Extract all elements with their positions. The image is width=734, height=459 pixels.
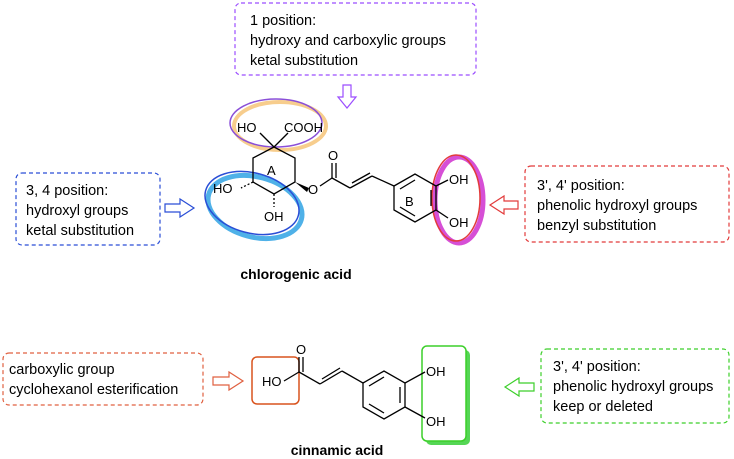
bond-chain-1 (331, 177, 351, 189)
bond-cin-chain-1 (298, 371, 321, 385)
annotation-top: 1 position: hydroxy and carboxylic group… (234, 2, 477, 76)
annotation-bottom-right-line-2: phenolic hydroxyl groups (553, 379, 713, 395)
bond-cin-oh1 (404, 371, 426, 384)
annotation-top-box (234, 2, 477, 76)
cinnamic-acid-structure: HO O OH OH (251, 342, 470, 445)
arrow-right-left (488, 194, 519, 216)
cinnamic-ring-double-3 (368, 403, 385, 414)
arrow-bottom-right-left (503, 376, 535, 398)
label-cinnamic-ho: HO (262, 374, 282, 389)
ring-b-double-1 (399, 179, 416, 190)
highlight-right-shadow (432, 154, 486, 246)
label-cinnamic-o: O (296, 342, 306, 357)
cinnamic-ring-double-1 (368, 376, 385, 387)
highlight-left (204, 170, 300, 236)
label-oh-b1: OH (449, 172, 469, 187)
highlight-cinnamic-left (251, 356, 300, 405)
label-oh-b2: OH (449, 215, 469, 230)
arrow-top-down (336, 84, 358, 109)
highlight-right (431, 154, 481, 242)
annotation-top-line-2: hydroxy and carboxylic groups (250, 33, 446, 49)
bond-wedge-ester (295, 182, 309, 192)
annotation-right-line-1: 3', 4' position: (537, 178, 625, 194)
bond-cin-chain-3 (341, 370, 364, 384)
annotation-left: 3, 4 position: hydroxyl groups ketal sub… (15, 172, 161, 246)
bond-chain-2 (349, 175, 373, 189)
annotation-bottom-right-box (540, 348, 730, 424)
annotation-bottom-left-line-2: cyclohexanol esterification (9, 382, 178, 398)
annotation-left-line-1: 3, 4 position: (26, 183, 108, 199)
highlight-top (229, 98, 323, 148)
bond-cin-chain-2b (321, 367, 341, 380)
ring-a-label: A (267, 163, 276, 178)
bond-chain-3 (371, 175, 395, 187)
ring-b-double-3 (399, 206, 416, 217)
chlorogenic-acid-title: chlorogenic acid (240, 266, 351, 282)
annotation-top-line-3: ketal substitution (250, 53, 358, 69)
bond-cin-ho (283, 371, 300, 382)
annotation-bottom-right: 3', 4' position: phenolic hydroxyl group… (540, 348, 730, 424)
bond-c1-oh (259, 132, 275, 148)
highlight-left-shadow (205, 172, 305, 242)
ring-b-label: B (405, 194, 414, 209)
bond-o-carbonyl (319, 177, 333, 187)
label-o-carbonyl: O (328, 148, 338, 163)
cinnamic-ring-bonds (362, 370, 406, 420)
arrow-left-right (164, 197, 196, 219)
label-ho-top: HO (237, 120, 257, 135)
highlight-cinnamic-right (421, 345, 467, 442)
arrow-bottom-left-right (212, 370, 245, 392)
label-cinnamic-oh2: OH (426, 414, 446, 429)
annotation-right-line-3: benzyl substitution (537, 218, 656, 234)
bond-c1-cooh (273, 132, 289, 148)
annotation-bottom-left-line-1: carboxylic group (9, 362, 115, 378)
annotation-bottom-right-line-3: keep or deleted (553, 399, 653, 415)
label-oh-bottom: OH (264, 209, 284, 224)
annotation-left-box (15, 172, 161, 246)
bond-cin-oh2 (404, 406, 426, 419)
annotation-right-line-2: phenolic hydroxyl groups (537, 198, 697, 214)
annotation-bottom-left: carboxylic group cyclohexanol esterifica… (2, 352, 204, 406)
annotation-left-line-2: hydroxyl groups (26, 203, 128, 219)
bond-oh-b2 (435, 209, 449, 219)
bond-c4-ho (240, 181, 254, 189)
ring-b-bonds (393, 173, 437, 223)
bond-oh-b1 (435, 179, 449, 187)
label-cooh: COOH (284, 120, 323, 135)
chlorogenic-acid-structure: A HO COOH HO OH O O B OH OH (204, 98, 486, 246)
annotation-bottom-left-box (2, 352, 204, 406)
annotation-top-line-1: 1 position: (250, 13, 316, 29)
label-ho-left: HO (213, 181, 233, 196)
label-cinnamic-oh1: OH (426, 364, 446, 379)
annotation-bottom-right-line-1: 3', 4' position: (553, 359, 641, 375)
cinnamic-acid-title: cinnamic acid (291, 442, 384, 458)
annotation-left-line-3: ketal substitution (26, 223, 134, 239)
annotation-right: 3', 4' position: phenolic hydroxyl group… (524, 165, 730, 243)
annotation-right-box (524, 165, 730, 243)
bond-chain-2b (351, 172, 371, 184)
label-o-ester: O (308, 182, 318, 197)
bond-cin-chain-2 (319, 370, 343, 385)
